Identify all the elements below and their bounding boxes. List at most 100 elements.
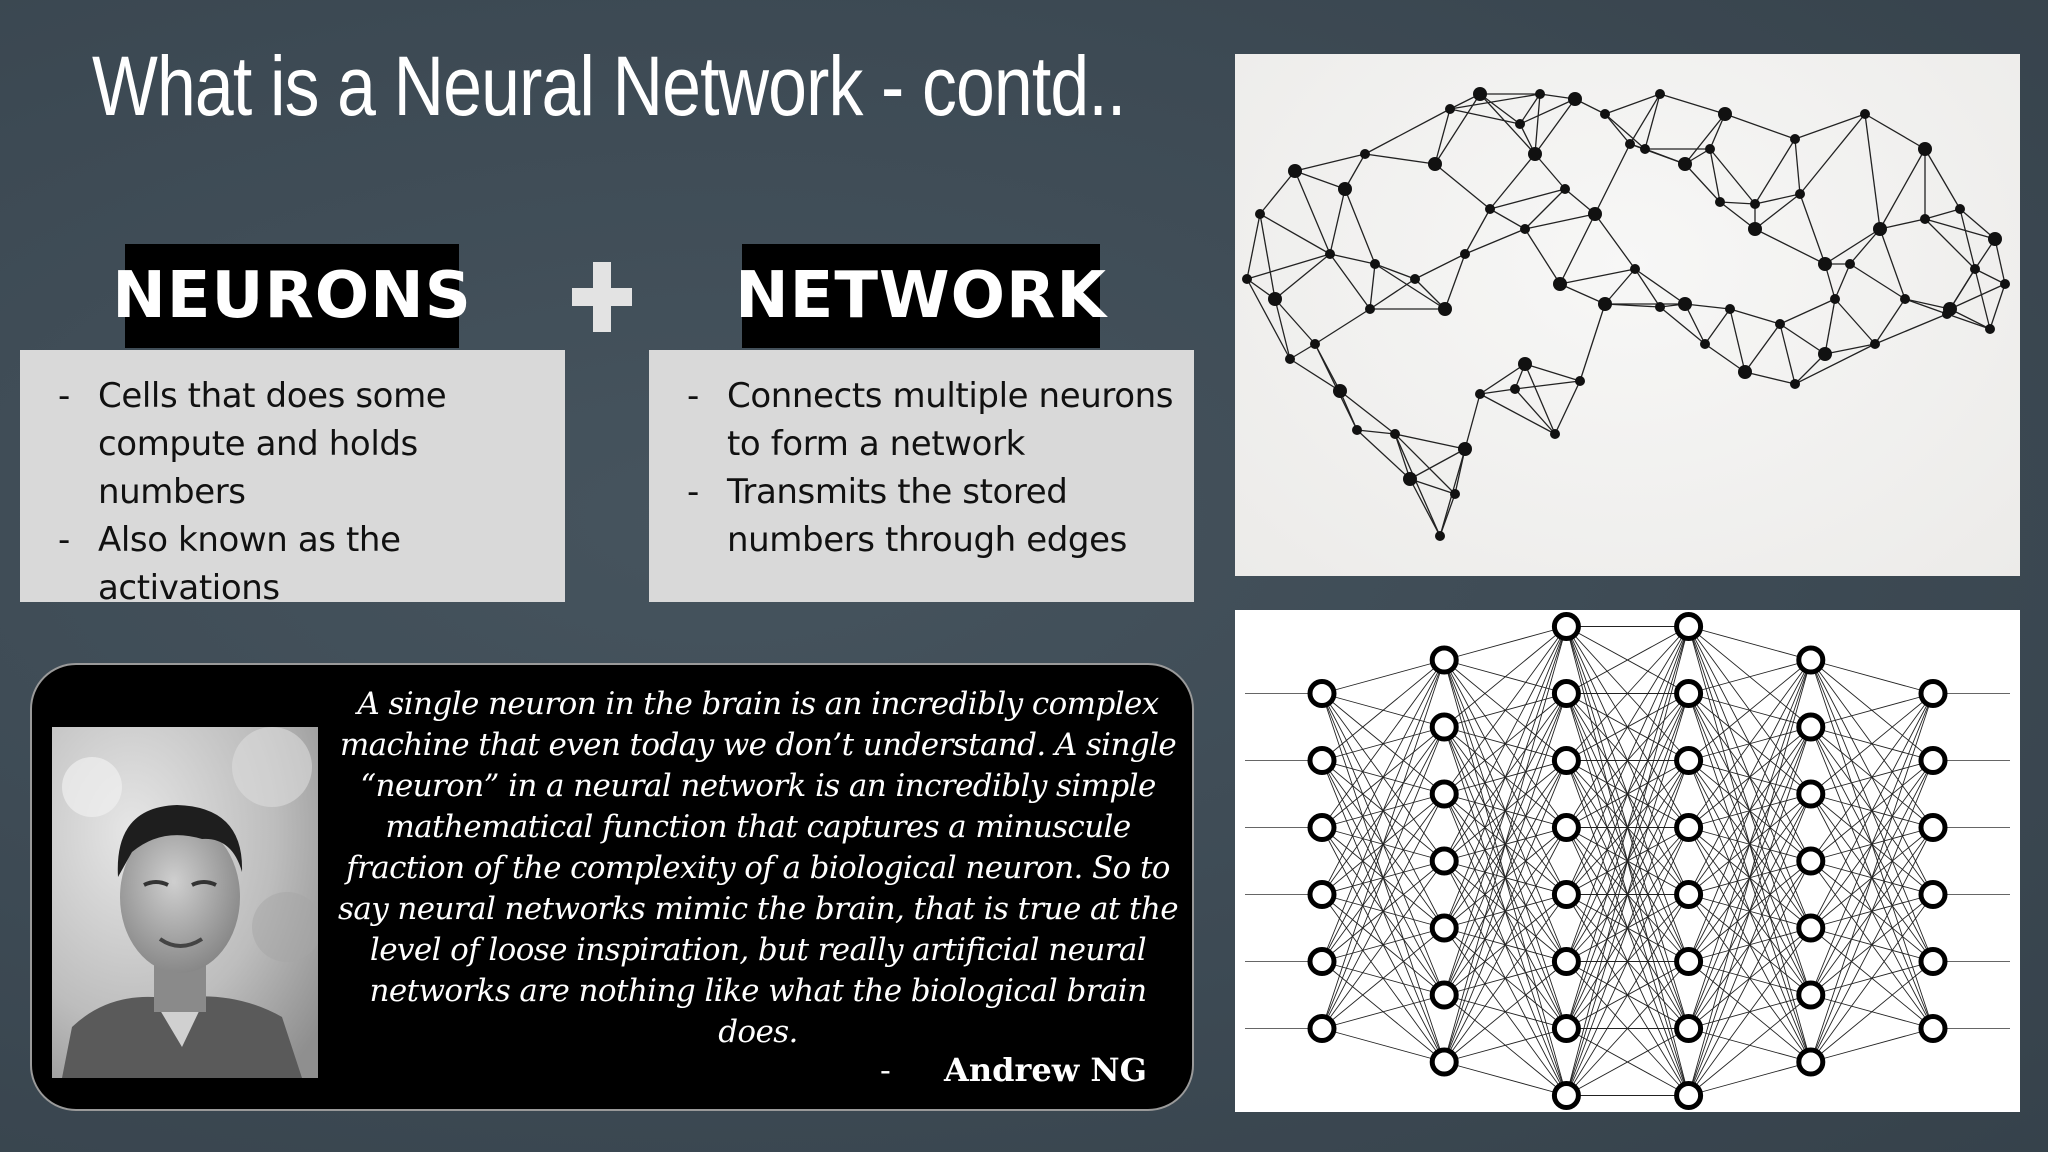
network-node	[1429, 779, 1459, 809]
brain-edge	[1684, 303, 1731, 310]
list-item: - Transmits the stored numbers through e…	[669, 468, 1180, 564]
brain-edge	[1729, 308, 1746, 373]
network-edge	[1443, 626, 1567, 862]
brain-edge	[1834, 298, 1876, 345]
brain-node	[1625, 139, 1635, 149]
network-edge	[1443, 693, 1567, 1063]
brain-edge	[1444, 253, 1466, 310]
brain-node	[1600, 109, 1610, 119]
network-edge	[1321, 659, 1445, 828]
neurons-tag: NEURONS	[112, 244, 471, 348]
brain-edge	[1924, 218, 1996, 240]
network-node	[1796, 712, 1826, 742]
network-edge	[1443, 626, 1567, 929]
network-edge	[1321, 659, 1445, 962]
brain-edge	[1849, 228, 1881, 265]
network-edge	[1443, 894, 1567, 1063]
brain-edge	[1974, 268, 1991, 330]
bullet-dash: -	[687, 472, 699, 512]
brain-edge	[1356, 429, 1396, 435]
plus-icon	[572, 262, 632, 332]
brain-edge	[1559, 268, 1636, 285]
brain-edge	[1246, 213, 1261, 280]
brain-edge	[1724, 113, 1796, 140]
network-node	[1551, 1081, 1581, 1110]
network-edge	[1443, 626, 1567, 996]
brain-edge	[1409, 478, 1456, 495]
portrait-photo	[52, 727, 318, 1078]
brain-edge	[1514, 380, 1581, 390]
network-edge	[1565, 626, 1690, 895]
brain-edge	[1274, 253, 1331, 300]
network-tag: NETWORK	[735, 244, 1106, 348]
brain-edge	[1259, 170, 1296, 215]
brain-node	[1790, 379, 1800, 389]
network-edge	[1565, 760, 1690, 1096]
network-edge	[1810, 693, 1934, 862]
network-node	[1307, 746, 1337, 775]
network-node	[1796, 645, 1826, 675]
brain-edge	[1479, 393, 1556, 435]
brain-edge	[1294, 170, 1346, 190]
brain-node	[1818, 347, 1832, 361]
brain-edge	[1959, 208, 1996, 240]
network-node	[1796, 1047, 1826, 1077]
brain-edge	[1594, 143, 1631, 215]
network-node	[1307, 1014, 1337, 1043]
brain-edge	[1479, 93, 1536, 155]
brain-edge	[1754, 193, 1801, 230]
brain-edge	[1744, 371, 1796, 385]
network-edge	[1810, 659, 1934, 694]
brain-node	[1900, 294, 1910, 304]
brain-edge	[1779, 323, 1796, 385]
neurons-bullet-list: - Cells that does some compute and holds…	[40, 372, 551, 612]
brain-node	[1428, 157, 1442, 171]
brain-edge	[1329, 253, 1371, 310]
brain-edge	[1604, 93, 1661, 115]
network-node	[1796, 779, 1826, 809]
brain-node	[1985, 324, 1995, 334]
network-edge	[1566, 894, 1689, 1096]
network-node	[1918, 947, 1948, 976]
network-edge	[1688, 659, 1812, 761]
brain-edge	[1524, 228, 1561, 285]
brain-edge	[1879, 218, 1926, 230]
brain-node	[1285, 354, 1295, 364]
list-item: - Cells that does some compute and holds…	[40, 372, 551, 516]
brain-node	[1795, 189, 1805, 199]
network-edge	[1565, 626, 1690, 1096]
network-edge	[1565, 693, 1690, 1096]
network-node	[1429, 913, 1459, 943]
network-edge	[1565, 827, 1690, 1096]
brain-edge	[1684, 113, 1726, 165]
network-bullet-list: - Connects multiple neurons to form a ne…	[669, 372, 1180, 564]
brain-edge	[1329, 253, 1376, 265]
network-edge	[1688, 659, 1812, 828]
brain-edge	[1559, 283, 1606, 305]
network-edge	[1688, 1061, 1811, 1096]
bullet-text: Cells that does some compute and holds n…	[98, 376, 447, 512]
network-node	[1307, 947, 1337, 976]
brain-edge	[1294, 153, 1366, 172]
network-node	[1551, 746, 1581, 775]
network-node	[1551, 813, 1581, 842]
brain-edge	[1879, 228, 1906, 300]
brain-edge	[1246, 278, 1291, 360]
brain-node	[1748, 222, 1762, 236]
brain-edge	[1524, 213, 1596, 230]
brain-node	[1450, 489, 1460, 499]
brain-edge	[1434, 93, 1481, 165]
network-node	[1429, 712, 1459, 742]
network-node	[1918, 746, 1948, 775]
brain-node	[1550, 429, 1560, 439]
network-edge	[1321, 726, 1445, 1029]
network-node	[1551, 1014, 1581, 1043]
brain-node	[1870, 339, 1880, 349]
brain-node	[1445, 104, 1455, 114]
list-item: - Also known as the activations	[40, 516, 551, 612]
brain-edge	[1989, 283, 2006, 330]
brain-node	[1242, 274, 1252, 284]
brain-edge	[1904, 298, 1948, 315]
brain-node	[1920, 214, 1930, 224]
network-edge	[1443, 760, 1567, 1063]
